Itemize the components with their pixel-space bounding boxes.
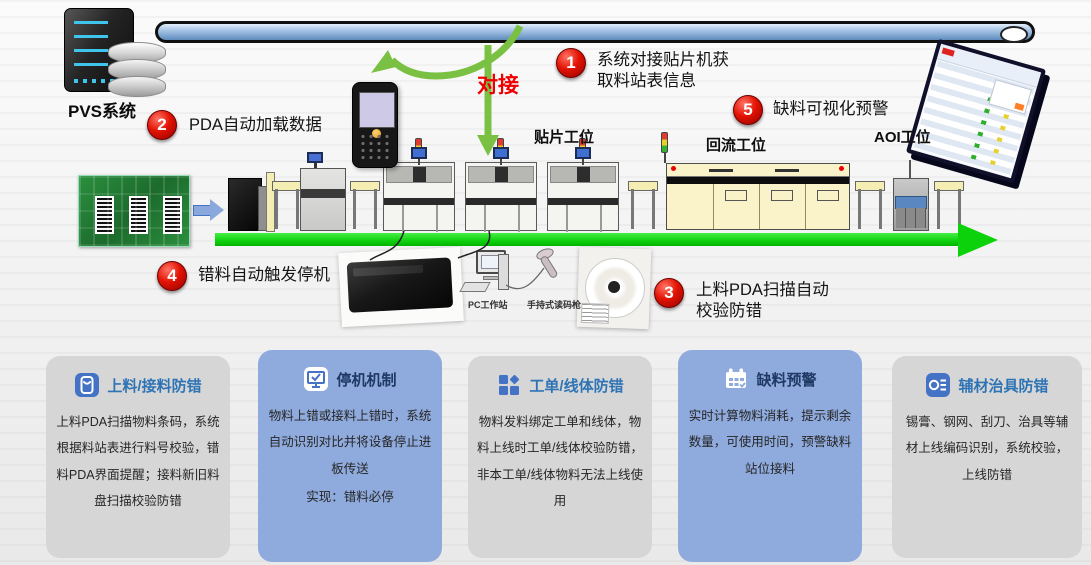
pcb-barcode-label [163, 196, 182, 234]
mounter-screen [411, 147, 427, 159]
stop-controller-box [346, 257, 454, 313]
pc-keyboard-icon [459, 282, 491, 292]
printer-monitor [307, 152, 323, 163]
server-led-dots [74, 79, 114, 83]
station-label-aoi: AOI工位 [874, 129, 931, 146]
pvs-system-label: PVS系统 [68, 102, 137, 121]
step-badge-5: 5 [733, 95, 763, 125]
signal-tower-icon [661, 132, 668, 153]
card-body: 锡膏、钢网、刮刀、治具等辅材上线编码识别，系统校验，上线防错 [905, 415, 1069, 482]
board-flow-arrow [193, 205, 210, 216]
board-flow-arrowhead [210, 199, 224, 221]
pipeline-end-opening [1000, 26, 1028, 43]
mounter-machine-2 [465, 162, 537, 232]
dashboard-screen [910, 43, 1042, 179]
mounter-machine-1 [383, 162, 455, 232]
scanner-label: 手持式读码枪 [527, 300, 582, 310]
callout-1: 系统对接贴片机获 取料站表信息 [597, 51, 729, 91]
conveyor-flow-bar [215, 233, 960, 246]
blocks-icon [499, 374, 520, 395]
pda-keypad [359, 133, 393, 163]
pcb-photo [78, 175, 190, 247]
code-list-icon [926, 373, 951, 397]
pda-screen [359, 92, 395, 128]
dashboard-monitor [905, 38, 1047, 184]
conveyor-stand [855, 181, 885, 231]
mounter-screen [493, 147, 509, 159]
mounter-screen [575, 147, 591, 159]
station-label-smt: 贴片工位 [534, 129, 595, 146]
pc-tower-icon [498, 254, 509, 290]
printer-machine [300, 168, 346, 231]
scanner-cable [505, 267, 545, 290]
card-title: 工单/线体防错 [529, 377, 624, 395]
conveyor-flow-arrowhead [958, 223, 998, 257]
pda-icon [75, 373, 100, 397]
conveyor-stand [350, 181, 380, 231]
pc-workstation-label: PC工作站 [468, 300, 508, 310]
loader-yellow-panel [266, 172, 275, 232]
card-title: 停机机制 [336, 371, 397, 389]
reflow-oven [666, 163, 850, 230]
connect-label: 对接 [477, 74, 519, 97]
callout-3: 上料PDA扫描自动 校验防错 [696, 281, 829, 321]
step-badge-4: 4 [157, 261, 187, 291]
aoi-antenna [909, 160, 911, 178]
component-reel-photo [576, 246, 652, 330]
callout-5: 缺料可视化预警 [773, 100, 889, 118]
conveyor-stand [934, 181, 964, 231]
card-body: 上料PDA扫描物料条码，系统根据料站表进行料号校验，错料PDA界面提醒；接料新旧… [56, 415, 220, 508]
card-stop-mechanism: 停机机制 物料上错或接料上错时，系统自动识别对比并将设备停止进板传送 实现：错料… [258, 350, 442, 562]
database-icon [108, 42, 166, 104]
card-title: 缺料预警 [756, 371, 817, 389]
step-badge-3: 3 [654, 278, 684, 308]
aoi-machine [893, 178, 929, 231]
pipeline-bar [155, 21, 1035, 43]
card-body2: 实现：错料必停 [306, 489, 394, 504]
step-badge-2: 2 [147, 110, 177, 140]
monitor-check-icon [304, 367, 329, 391]
card-title: 上料/接料防错 [107, 377, 202, 395]
server-led-lines [74, 21, 108, 73]
conveyor-stand [272, 181, 302, 231]
callout-4: 错料自动触发停机 [198, 266, 330, 284]
card-loading-error-proof: 上料/接料防错 上料PDA扫描物料条码，系统根据料站表进行料号校验，错料PDA界… [46, 356, 230, 558]
pcb-barcode-label [95, 196, 114, 234]
callout-2: PDA自动加载数据 [189, 116, 322, 134]
card-shortage-warning: 缺料预警 实时计算物料消耗，提示剩余数量，可使用时间，预警缺料站位接料 [678, 350, 862, 562]
pda-handheld [352, 82, 398, 168]
loader-machine [228, 178, 262, 231]
card-auxiliary-fixture-error-proof: 辅材治具防错 锡膏、钢网、刮刀、治具等辅材上线编码识别，系统校验，上线防错 [892, 356, 1082, 558]
curved-arrowhead [371, 50, 396, 73]
station-label-reflow: 回流工位 [706, 137, 767, 154]
card-workorder-line-error-proof: 工单/线体防错 物料发料绑定工单和线体，物料上线时工单/线体校验防错，非本工单/… [468, 356, 652, 558]
mounter-machine-3 [547, 162, 619, 232]
card-title: 辅材治具防错 [958, 377, 1049, 395]
conveyor-stand [628, 181, 658, 231]
calendar-icon [726, 368, 747, 388]
card-body: 实时计算物料消耗，提示剩余数量，可使用时间，预警缺料站位接料 [688, 409, 852, 476]
card-body: 物料上错或接料上错时，系统自动识别对比并将设备停止进板传送 [268, 409, 432, 476]
controller-box-photo [338, 246, 464, 328]
pcb-barcode-label [129, 196, 148, 234]
step-badge-1: 1 [556, 48, 586, 78]
card-body: 物料发料绑定工单和线体，物料上线时工单/线体校验防错，非本工单/线体物料无法上线… [477, 415, 643, 508]
